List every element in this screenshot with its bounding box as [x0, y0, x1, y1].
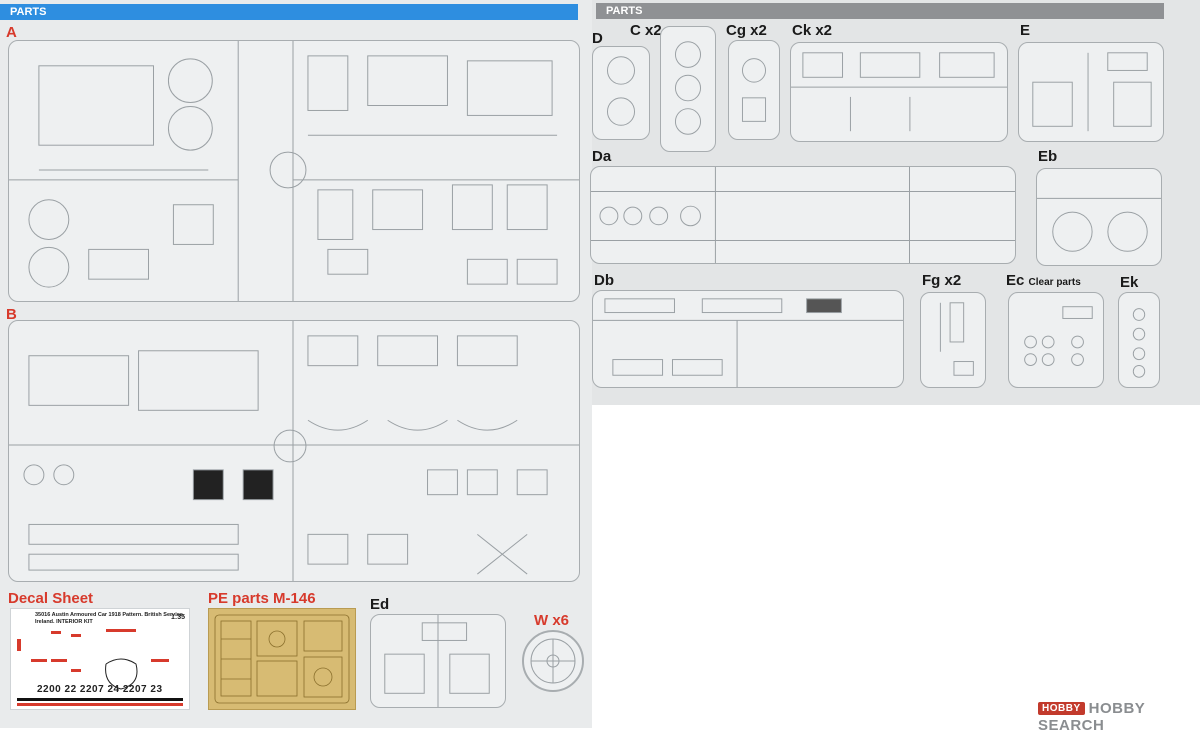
sprue-ec-frame	[1008, 292, 1104, 388]
sprue-cg-frame	[728, 40, 780, 140]
sprue-ec-name: Ec	[1006, 272, 1025, 289]
sprue-ek-label: Ek	[1120, 274, 1139, 291]
sprue-eb-label: Eb	[1038, 148, 1058, 165]
sprue-a-frame	[8, 40, 580, 302]
sprue-ed-frame	[370, 614, 506, 708]
sprue-ck-frame	[790, 42, 1008, 142]
sprue-e-label: E	[1020, 22, 1031, 39]
sprue-c-label: C x2	[630, 22, 662, 39]
decal-registration-numbers: 2200 22 2207 24 2207 23	[37, 684, 163, 695]
parts-header-right: PARTS	[596, 3, 1164, 19]
pe-parts-fret	[208, 608, 356, 710]
decal-header-text: 35016 Austin Armoured Car 1918 Pattern. …	[35, 612, 185, 625]
sprue-da-label: Da	[592, 148, 612, 165]
sprue-da-frame	[590, 166, 1016, 264]
sprue-d-frame	[592, 46, 650, 140]
decal-line-red	[17, 703, 183, 706]
sprue-b-label: B	[6, 306, 17, 323]
sprue-fg-frame	[920, 292, 986, 388]
sprue-eb-frame	[1036, 168, 1162, 266]
pe-parts-title: PE parts M-146	[208, 590, 316, 607]
hobby-search-logo: HOBBY	[1038, 702, 1085, 715]
sprue-ed-label: Ed	[370, 596, 390, 613]
sprue-fg-label: Fg x2	[922, 272, 962, 289]
sprue-d-label: D	[592, 30, 603, 47]
sprue-b-frame	[8, 320, 580, 582]
wheel-part	[522, 630, 584, 692]
blank-area	[592, 405, 1200, 728]
sprue-a-label: A	[6, 24, 17, 41]
sprue-ec-label: Ec Clear parts	[1006, 272, 1081, 289]
decal-scale: 1:35	[170, 614, 185, 621]
decal-sheet-title: Decal Sheet	[8, 590, 94, 607]
decal-sheet: 35016 Austin Armoured Car 1918 Pattern. …	[10, 608, 190, 710]
sprue-cg-label: Cg x2	[726, 22, 767, 39]
sprue-ck-label: Ck x2	[792, 22, 833, 39]
parts-header-left: PARTS	[0, 4, 578, 20]
sprue-c-frame	[660, 26, 716, 152]
sprue-e-frame	[1018, 42, 1164, 142]
sprue-db-frame	[592, 290, 904, 388]
sprue-db-label: Db	[594, 272, 614, 289]
decal-line-black	[17, 698, 183, 701]
sprue-ec-note: Clear parts	[1028, 277, 1081, 288]
sprue-ek-frame	[1118, 292, 1160, 388]
sprue-w-label: W x6	[534, 612, 570, 629]
